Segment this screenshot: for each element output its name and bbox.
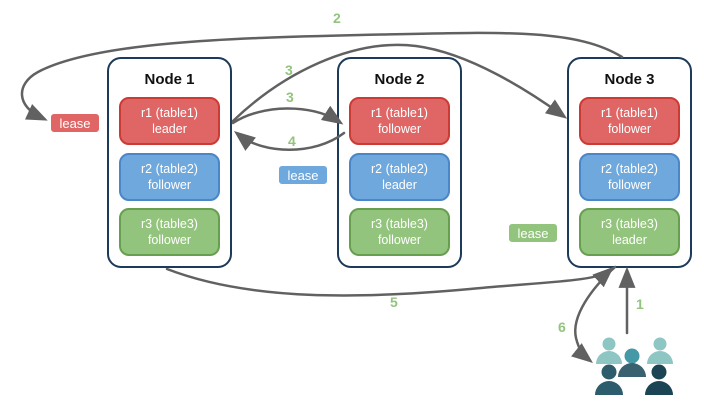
arrow-step-5-node1-to-node3 (165, 266, 614, 297)
lease-badge-table2: lease (277, 164, 329, 186)
step-number-5: 5 (390, 294, 398, 310)
node3-replica-r1-follower: r1 (table1) follower (579, 97, 680, 145)
replica-name: r3 (table3) (601, 216, 658, 231)
lease-badge-table1: lease (49, 112, 101, 134)
replica-role: leader (152, 122, 187, 136)
node-1-box: Node 1 r1 (table1) leader r2 (table2) fo… (107, 57, 232, 268)
node1-replica-r2-follower: r2 (table2) follower (119, 153, 220, 201)
replica-role: follower (377, 233, 422, 247)
replica-role: leader (612, 233, 647, 247)
step-number-1: 1 (636, 296, 644, 312)
replica-name: r3 (table3) (371, 216, 428, 231)
replica-role: follower (377, 122, 422, 136)
node-2-title: Node 2 (374, 71, 425, 88)
node-3-title: Node 3 (604, 71, 655, 88)
replica-role: follower (147, 233, 192, 247)
replica-role: leader (382, 178, 417, 192)
step-number-3b: 3 (286, 89, 294, 105)
replica-role: follower (607, 178, 652, 192)
node2-replica-r3-follower: r3 (table3) follower (349, 208, 450, 256)
node-3-box: Node 3 r1 (table1) follower r2 (table2) … (567, 57, 692, 268)
node2-replica-r1-follower: r1 (table1) follower (349, 97, 450, 145)
replica-name: r3 (table3) (141, 216, 198, 231)
step-number-2: 2 (333, 10, 341, 26)
node3-replica-r2-follower: r2 (table2) follower (579, 153, 680, 201)
replica-name: r2 (table2) (371, 161, 428, 176)
replica-name: r1 (table1) (601, 105, 658, 120)
node-2-box: Node 2 r1 (table1) follower r2 (table2) … (337, 57, 462, 268)
replica-name: r1 (table1) (371, 105, 428, 120)
arrow-step-6-node3-to-clients (571, 265, 617, 363)
replica-role: follower (147, 178, 192, 192)
step-number-4: 4 (288, 133, 296, 149)
replica-name: r2 (table2) (601, 161, 658, 176)
node1-replica-r3-follower: r3 (table3) follower (119, 208, 220, 256)
replica-name: r1 (table1) (141, 105, 198, 120)
node3-replica-r3-leader: r3 (table3) leader (579, 208, 680, 256)
replica-name: r2 (table2) (141, 161, 198, 176)
node-1-title: Node 1 (144, 71, 195, 88)
arrow-step-3-node1-to-node2 (231, 105, 344, 125)
step-number-6: 6 (558, 319, 566, 335)
clients-people-group-icon (595, 337, 673, 395)
node1-replica-r1-leader: r1 (table1) leader (119, 97, 220, 145)
lease-badge-table3: lease (507, 222, 559, 244)
node2-replica-r2-leader: r2 (table2) leader (349, 153, 450, 201)
step-number-3a: 3 (285, 62, 293, 78)
replica-role: follower (607, 122, 652, 136)
